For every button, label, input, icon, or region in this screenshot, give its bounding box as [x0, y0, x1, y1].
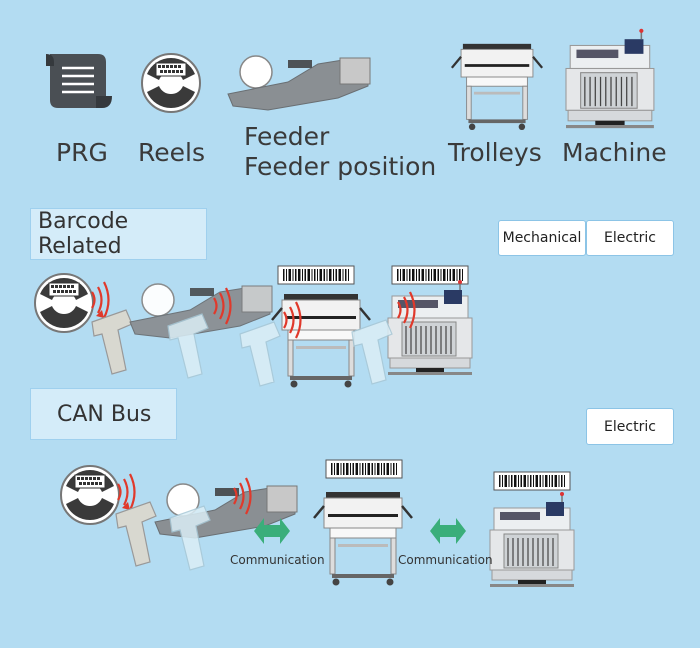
reel-icon [34, 273, 94, 333]
feeder-position-label: Feeder position [244, 152, 437, 181]
prg-label: PRG [56, 138, 108, 167]
communication-label-1: Communication [230, 553, 325, 567]
barcode-label-icon [493, 471, 571, 491]
barcode-label-icon [391, 265, 469, 285]
barcode-illustration [34, 265, 473, 389]
mechanical-tag: Mechanical [498, 220, 586, 256]
scanner-ghost-icon [167, 313, 209, 379]
communication-arrow-icon [430, 518, 466, 544]
electric-tag-canbus: Electric [586, 408, 674, 445]
trolley-icon [450, 42, 544, 132]
trolley-icon [312, 490, 414, 587]
can-bus-title: CAN Bus [30, 388, 177, 440]
reel-icon [60, 465, 120, 525]
trolleys-label: Trolleys [448, 138, 542, 167]
barcode-label-icon [277, 265, 355, 285]
barcode-label-icon [325, 459, 403, 479]
barcode-related-title: Barcode Related [30, 208, 207, 260]
feeder-icon [227, 55, 371, 111]
reel-icon [141, 53, 201, 113]
electric-tag-barcode: Electric [586, 220, 674, 256]
prg-scroll-icon [46, 54, 112, 108]
machine-icon [489, 491, 575, 588]
communication-label-2: Communication [398, 553, 493, 567]
scanner-icon [91, 309, 133, 375]
canbus-illustration [60, 459, 575, 588]
scanner-icon [115, 501, 157, 567]
reels-label: Reels [138, 138, 205, 167]
machine-label: Machine [562, 138, 667, 167]
machine-icon [565, 27, 655, 129]
machine-icon [387, 279, 473, 376]
feeder-label: Feeder [244, 122, 330, 151]
